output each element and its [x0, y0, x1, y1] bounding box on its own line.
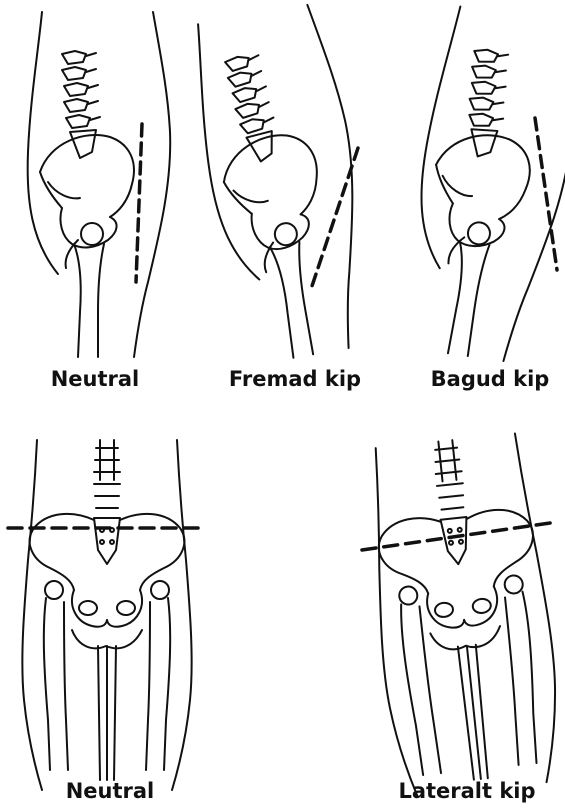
front-view-lateral-tilt [361, 432, 565, 798]
caption-side-backward-tilt: Bagud kip [415, 366, 565, 392]
front-view-neutral [8, 440, 205, 790]
caption-side-neutral: Neutral [20, 366, 170, 392]
side-view-forward-tilt [184, 2, 384, 367]
reference-line-vertical [136, 124, 142, 282]
caption-front-neutral: Neutral [30, 778, 190, 804]
caption-front-lateral-tilt: Lateralt kip [372, 778, 562, 804]
side-view-backward-tilt [398, 5, 565, 366]
side-view-neutral [28, 12, 171, 357]
reference-line-backward [535, 118, 557, 270]
caption-side-forward-tilt: Fremad kip [225, 366, 365, 392]
